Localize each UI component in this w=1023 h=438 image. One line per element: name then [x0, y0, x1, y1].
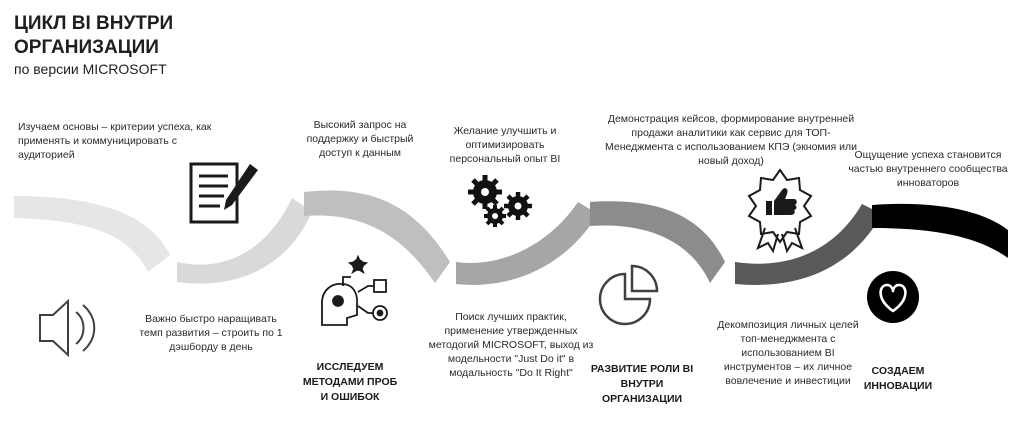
page-title: ЦИКЛ BI ВНУТРИ ОРГАНИЗАЦИИ — [14, 13, 174, 58]
wave-segment-1 — [14, 196, 170, 272]
wave-segment-5 — [590, 201, 725, 283]
heart-circle-icon — [867, 271, 919, 323]
pie-chart-icon — [598, 264, 659, 326]
wave-segment-3 — [304, 190, 450, 283]
page-subtitle: по версии MICROSOFT — [14, 61, 167, 77]
bottom-text-2: Поиск лучших практик, применение утвержд… — [428, 311, 594, 379]
brain-ideas-icon — [321, 254, 388, 326]
top-text-1: Изучаем основы – критерии успеха, как пр… — [18, 121, 212, 161]
wave-segment-7 — [872, 203, 1008, 258]
thumbs-up-badge-icon — [747, 168, 813, 254]
document-pen-icon — [189, 162, 258, 224]
top-text-4: Демонстрация кейсов, формирование внутре… — [605, 113, 857, 167]
wave-segment-2 — [177, 198, 312, 284]
stage-label-innovation: СОЗДАЕМ ИННОВАЦИИ — [863, 365, 933, 392]
top-text-5: Ощущение успеха становится частью внутре… — [848, 149, 1008, 189]
speaker-icon — [39, 298, 96, 358]
wave-segment-4 — [456, 202, 598, 285]
stage-label-explore: ИССЛЕДУЕМ МЕТОДАМИ ПРОБ И ОШИБОК — [302, 361, 398, 403]
top-text-3: Желание улучшить и оптимизировать персон… — [449, 125, 561, 165]
wave-segment-6 — [735, 204, 882, 285]
top-text-2: Высокий запрос на поддержку и быстрый до… — [306, 119, 414, 159]
bottom-text-3: Декомпозиция личных целей топ-менеджмент… — [717, 319, 859, 387]
gears-icon — [468, 175, 532, 227]
bottom-text-1: Важно быстро наращивать темп развития – … — [139, 313, 283, 353]
stage-label-bi-role: РАЗВИТИЕ РОЛИ BI ВНУТРИ ОРГАНИЗАЦИИ — [590, 363, 694, 405]
